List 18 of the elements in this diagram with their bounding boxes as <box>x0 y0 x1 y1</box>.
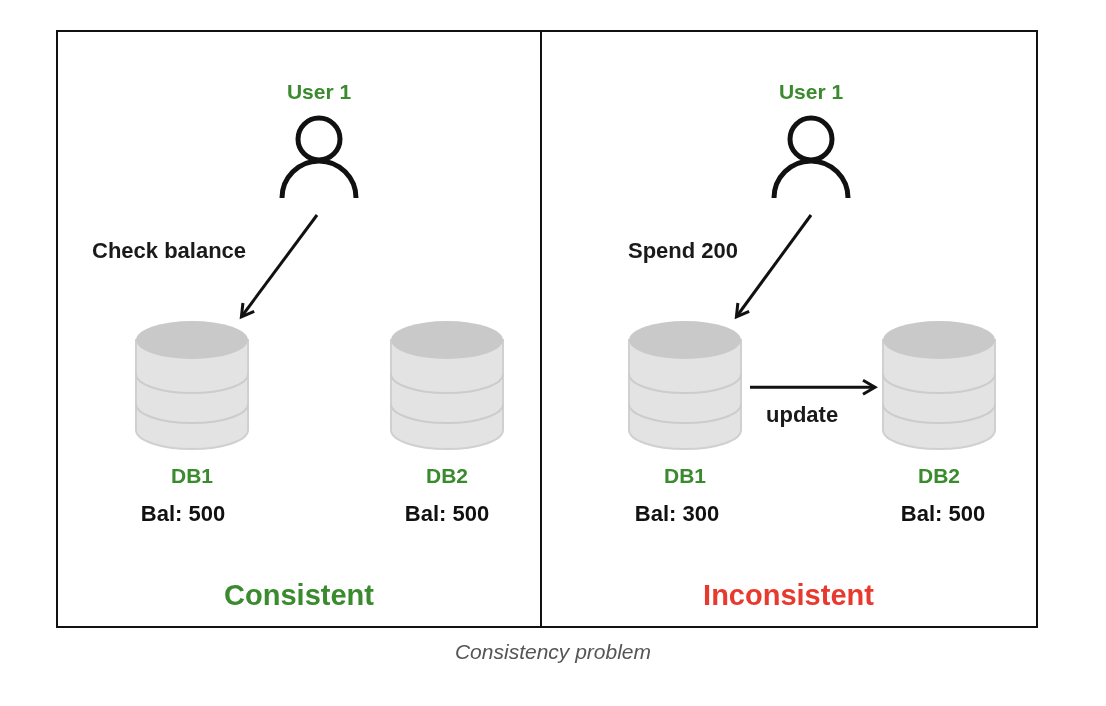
database-label: DB1 <box>664 464 706 488</box>
database-label: DB2 <box>426 464 468 488</box>
panel <box>541 30 1038 628</box>
panel <box>56 30 542 628</box>
arrow <box>734 214 813 319</box>
balance-text: Bal: 300 <box>634 501 720 527</box>
panel-heading: Consistent <box>223 579 375 612</box>
database-label: DB2 <box>918 464 960 488</box>
database-label: DB1 <box>171 464 213 488</box>
caption: Consistency problem <box>453 640 653 664</box>
user-label: User 1 <box>778 80 844 104</box>
balance-text: Bal: 500 <box>404 501 490 527</box>
balance-text: Bal: 500 <box>900 501 986 527</box>
arrow <box>239 214 319 319</box>
panel-heading: Inconsistent <box>702 579 875 612</box>
user-label: User 1 <box>286 80 352 104</box>
arrow <box>750 378 877 396</box>
balance-text: Bal: 500 <box>140 501 226 527</box>
